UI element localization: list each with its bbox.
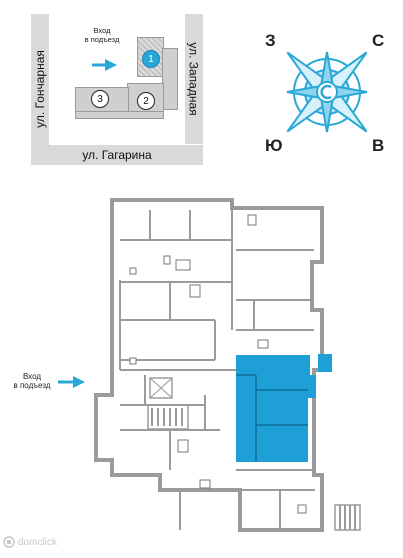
site-entrance-arrow-icon xyxy=(92,59,117,71)
watermark-text: domclick xyxy=(18,536,57,548)
compass-east: В xyxy=(372,136,385,155)
street-label-zapadnaya: ул. Западная xyxy=(187,42,201,116)
domclick-logo-icon xyxy=(3,536,15,548)
highlighted-apartment[interactable] xyxy=(236,354,332,462)
compass-rose: З С Ю В xyxy=(262,26,392,156)
street-gagarina: ул. Гагарина xyxy=(31,145,203,165)
street-label-gagarina: ул. Гагарина xyxy=(82,148,152,162)
compass-rose-icon xyxy=(286,51,368,133)
building-1-annex xyxy=(162,48,178,110)
compass-north: С xyxy=(372,31,385,50)
building-3-number: 3 xyxy=(91,90,109,108)
floorplan-entrance-label: Вход в подъезд xyxy=(13,372,51,390)
street-label-goncharnaya: ул. Гончарная xyxy=(33,50,47,128)
compass-south: Ю xyxy=(265,136,283,155)
floorplan-entrance-arrow-icon xyxy=(58,376,85,388)
building-connector xyxy=(75,111,164,119)
compass-west: З xyxy=(265,31,276,50)
site-entrance-label: Вход в подъезд xyxy=(84,26,120,44)
floor-plan xyxy=(94,198,361,532)
street-zapadnaya: ул. Западная xyxy=(185,14,203,144)
building-1-number: 1 xyxy=(142,50,160,68)
street-goncharnaya: ул. Гончарная xyxy=(31,14,49,164)
building-2-number: 2 xyxy=(137,92,155,110)
site-plan: ул. Гончарная ул. Западная ул. Гагарина … xyxy=(0,0,250,175)
watermark: domclick xyxy=(3,536,57,548)
